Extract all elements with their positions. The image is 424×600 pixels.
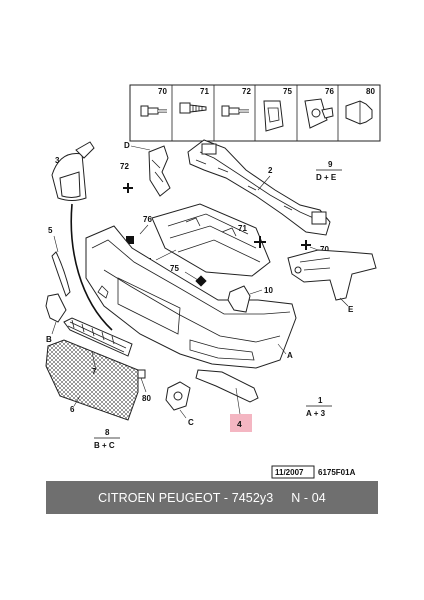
fastener-71: 71 (238, 224, 266, 248)
fastener-76: 76 (126, 215, 152, 244)
callout-75: 75 (170, 264, 179, 273)
clip-80-drawing (345, 100, 373, 125)
callout-70: 70 (320, 245, 329, 254)
parts-diagram: 70 71 72 75 76 80 (45, 84, 381, 479)
diagram-footer: 11/2007 6175F01A (271, 465, 356, 479)
ref-8-number: 8 (105, 428, 110, 437)
ref-9-sub: D + E (316, 173, 337, 182)
part-6-lower-grille: 6 (45, 339, 139, 421)
ref-9-number: 9 (328, 160, 333, 169)
hardware-box: 70 71 72 75 76 80 (129, 84, 381, 142)
callout-d: D (124, 141, 130, 150)
reference-8: 8 B + C (94, 428, 120, 450)
callout-e: E (348, 305, 354, 314)
ref-1-sub: A + 3 (306, 409, 326, 418)
footer-code: 6175F01A (318, 468, 356, 477)
part-d-bracket: D 72 (120, 141, 171, 197)
part-2-beam: 2 (187, 139, 331, 236)
callout-3: 3 (55, 156, 60, 165)
part-c-bracket: C (165, 381, 194, 427)
caption-sheet: N - 04 (291, 490, 326, 505)
hw-label-80: 80 (366, 87, 375, 96)
callout-a: A (287, 351, 293, 360)
callout-c: C (188, 418, 194, 427)
hw-label-76: 76 (325, 87, 334, 96)
fastener-70: 70 (301, 240, 329, 254)
ref-1-number: 1 (318, 396, 323, 405)
hw-label-75: 75 (283, 87, 292, 96)
part-b-bracket: B (45, 293, 67, 344)
caption-brand: CITROEN PEUGEOT - 7452y3 (98, 490, 274, 505)
reference-1: 1 A + 3 (306, 396, 332, 418)
callout-4: 4 (237, 419, 242, 429)
callout-5: 5 (48, 226, 53, 235)
fastener-75: 75 (170, 264, 207, 287)
screw-71-drawing (179, 102, 207, 114)
callout-10: 10 (264, 286, 273, 295)
part-5-side-trim: 5 (48, 226, 71, 297)
clip-75-drawing (263, 100, 284, 132)
hw-label-70: 70 (158, 87, 167, 96)
part-3-tow-cover: 3 (51, 141, 113, 331)
part-4-trim-strip: 4 (195, 369, 259, 432)
callout-72: 72 (120, 162, 129, 171)
part-10-bracket: 10 (227, 285, 273, 313)
part-11-undertray: 11 (144, 203, 271, 277)
caption-bar: CITROEN PEUGEOT - 7452y3 N - 04 (46, 481, 378, 514)
fastener-80: 80 (137, 369, 151, 403)
part-a-bumper: A (85, 225, 297, 369)
callout-76: 76 (143, 215, 152, 224)
ref-8-sub: B + C (94, 441, 115, 450)
callout-b: B (46, 335, 52, 344)
callout-2: 2 (268, 166, 273, 175)
part-e-bracket: E (287, 249, 377, 314)
reference-9: 9 D + E (316, 160, 342, 182)
hw-label-71: 71 (200, 87, 209, 96)
hw-label-72: 72 (242, 87, 251, 96)
clip-76-drawing (304, 98, 334, 129)
part-4-highlight (230, 414, 252, 432)
footer-date: 11/2007 (275, 468, 304, 477)
caption-gap (273, 491, 291, 505)
callout-71: 71 (238, 224, 247, 233)
bolt-70-drawing (140, 105, 167, 117)
callout-80: 80 (142, 394, 151, 403)
callout-6: 6 (70, 405, 75, 414)
bolt-72-drawing (221, 105, 249, 117)
